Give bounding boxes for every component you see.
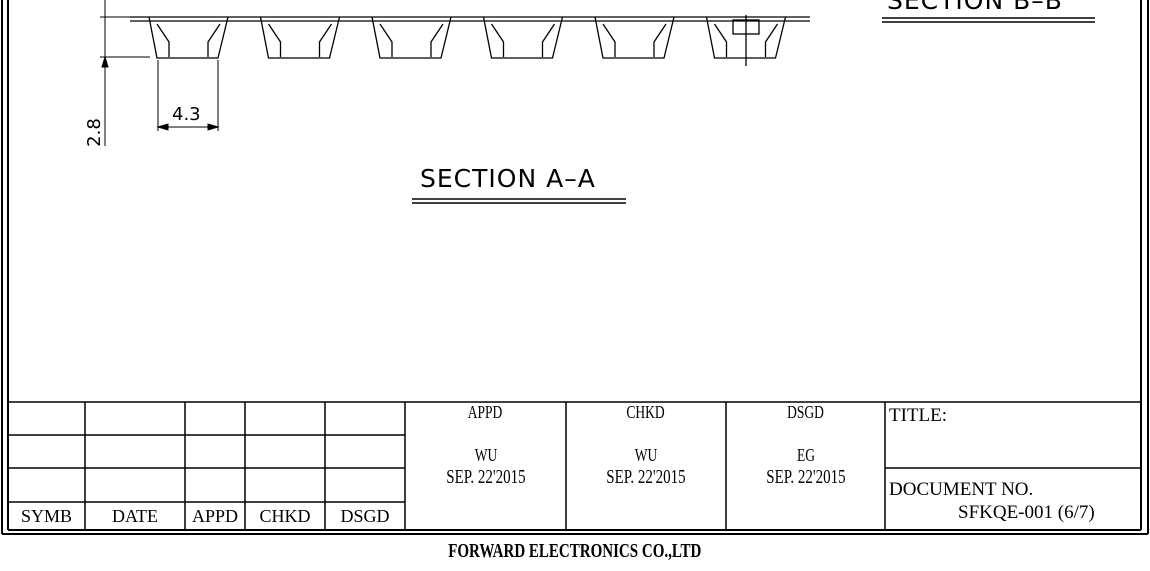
approval-chkd: CHKD WU SEP. 22'2015 <box>566 402 726 489</box>
section-b-label: SECTION B–B <box>887 0 1063 15</box>
approval-role: CHKD <box>626 402 666 422</box>
approval-role: DSGD <box>787 402 824 422</box>
dimension-height: 2.8 <box>83 118 105 147</box>
tape-pocket <box>259 16 341 59</box>
carrier-tape-section <box>130 15 810 66</box>
frame-border <box>1 0 1149 535</box>
company-name: FORWARD ELECTRONICS CO.,LTD <box>0 540 1150 563</box>
tape-pocket <box>482 16 564 59</box>
tape-pocket <box>594 16 675 59</box>
header-chkd: CHKD <box>259 506 311 526</box>
tape-pocket-inner <box>602 23 667 57</box>
approval-appd: APPD WU SEP. 22'2015 <box>405 402 566 489</box>
document-number: SFKQE-001 (6/7) <box>958 502 1095 523</box>
title-block-grid <box>8 401 1141 530</box>
tape-pocket-inner <box>379 23 444 57</box>
approval-name: EG <box>796 445 815 465</box>
title-label: TITLE: <box>889 405 948 426</box>
header-appd: APPD <box>191 506 239 526</box>
tape-pocket-inner <box>267 23 333 57</box>
approval-date: SEP. 22'2015 <box>765 466 846 488</box>
document-no-label: DOCUMENT NO. <box>889 479 1034 500</box>
tape-pocket-inner <box>490 23 556 57</box>
approval-name: WU <box>474 445 497 465</box>
tape-pocket-inner <box>156 23 221 57</box>
company-name-text: FORWARD ELECTRONICS CO.,LTD <box>448 540 702 562</box>
approval-name: WU <box>634 445 658 465</box>
tape-pocket <box>371 16 452 59</box>
dimension-lines <box>100 0 220 146</box>
approval-date: SEP. 22'2015 <box>606 466 686 488</box>
section-underlines <box>412 17 1095 204</box>
header-date: DATE <box>112 506 158 526</box>
header-dsgd: DSGD <box>340 506 390 526</box>
approval-dsgd: DSGD EG SEP. 22'2015 <box>726 402 885 489</box>
section-a-label: SECTION A–A <box>420 164 596 193</box>
tape-pocket-inner <box>713 23 779 57</box>
approval-role: APPD <box>468 402 503 422</box>
tape-pocket <box>705 16 787 59</box>
tape-pocket <box>148 16 229 59</box>
header-symb: SYMB <box>20 506 73 526</box>
dimension-width: 4.3 <box>172 104 201 125</box>
approval-date: SEP. 22'2015 <box>445 466 526 488</box>
